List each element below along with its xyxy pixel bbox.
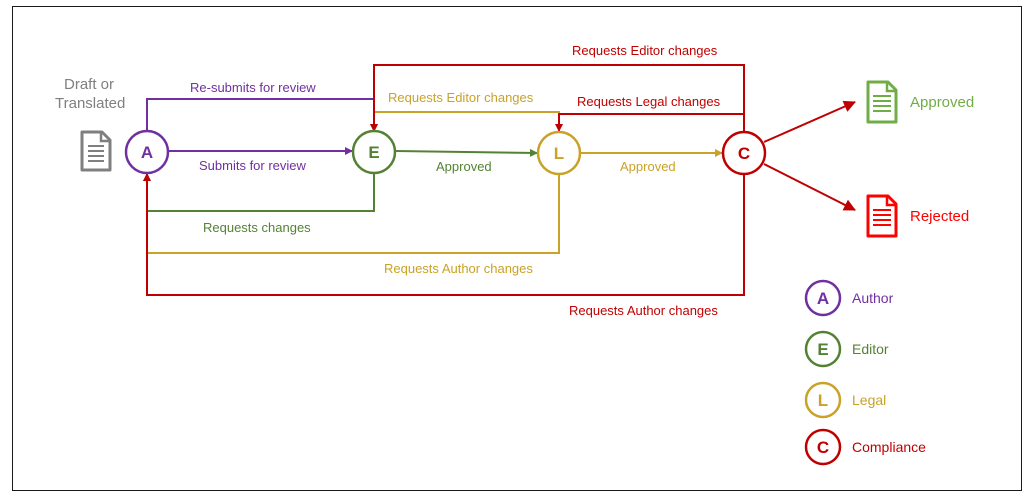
legend: A Author E Editor L Legal C Compliance [804,279,926,466]
legend-compliance-letter: C [817,438,829,457]
legend-item-author: A Author [804,279,894,317]
source-label-line1: Draft or [64,76,114,93]
edge-editor-approved [395,148,538,157]
edge-compliance-requests-legal [555,113,745,132]
node-compliance-letter: C [738,144,750,163]
edge-editor-requests-changes [143,173,375,212]
legend-item-editor: E Editor [804,330,889,368]
outcome-rejected-label: Rejected [910,208,969,225]
label-compliance-requests-legal: Requests Legal changes [577,94,721,109]
legend-legal-label: Legal [852,392,886,408]
edge-compliance-requests-author [143,173,745,296]
label-legal-approved: Approved [620,159,676,174]
edge-to-approved [763,100,856,143]
node-compliance: C [721,130,767,176]
label-compliance-requests-editor: Requests Editor changes [572,43,718,58]
label-resubmits: Re-submits for review [190,80,316,95]
label-legal-requests-author: Requests Author changes [384,261,533,276]
label-compliance-requests-author: Requests Author changes [569,303,718,318]
label-editor-approved: Approved [436,159,492,174]
diagram-frame [12,6,1022,491]
legend-item-legal: L Legal [804,381,886,419]
node-editor: E [351,129,397,175]
label-submits: Submits for review [199,158,307,173]
legend-author-letter: A [817,289,829,308]
edge-resubmits [146,98,378,133]
node-legal-letter: L [554,144,564,163]
outcome-approved-label: Approved [910,94,974,111]
edge-to-rejected [763,163,856,211]
legend-item-compliance: C Compliance [804,428,926,466]
document-icon [80,130,112,172]
node-author: A [124,129,170,175]
legend-editor-label: Editor [852,341,889,357]
legend-legal-letter: L [818,391,828,410]
legend-compliance-label: Compliance [852,439,926,455]
node-author-letter: A [141,143,153,162]
node-legal: L [536,130,582,176]
legend-editor-letter: E [817,340,828,359]
edge-legal-requests-editor [370,111,560,132]
node-editor-letter: E [368,143,379,162]
label-editor-requests-changes: Requests changes [203,220,311,235]
source-label-line2: Translated [55,95,125,112]
edge-compliance-requests-editor [370,64,745,132]
rejected-document-icon [866,194,898,238]
edge-legal-requests-author [143,173,560,254]
label-legal-requests-editor: Requests Editor changes [388,90,534,105]
approved-document-icon [866,80,898,124]
legend-author-label: Author [852,290,894,306]
